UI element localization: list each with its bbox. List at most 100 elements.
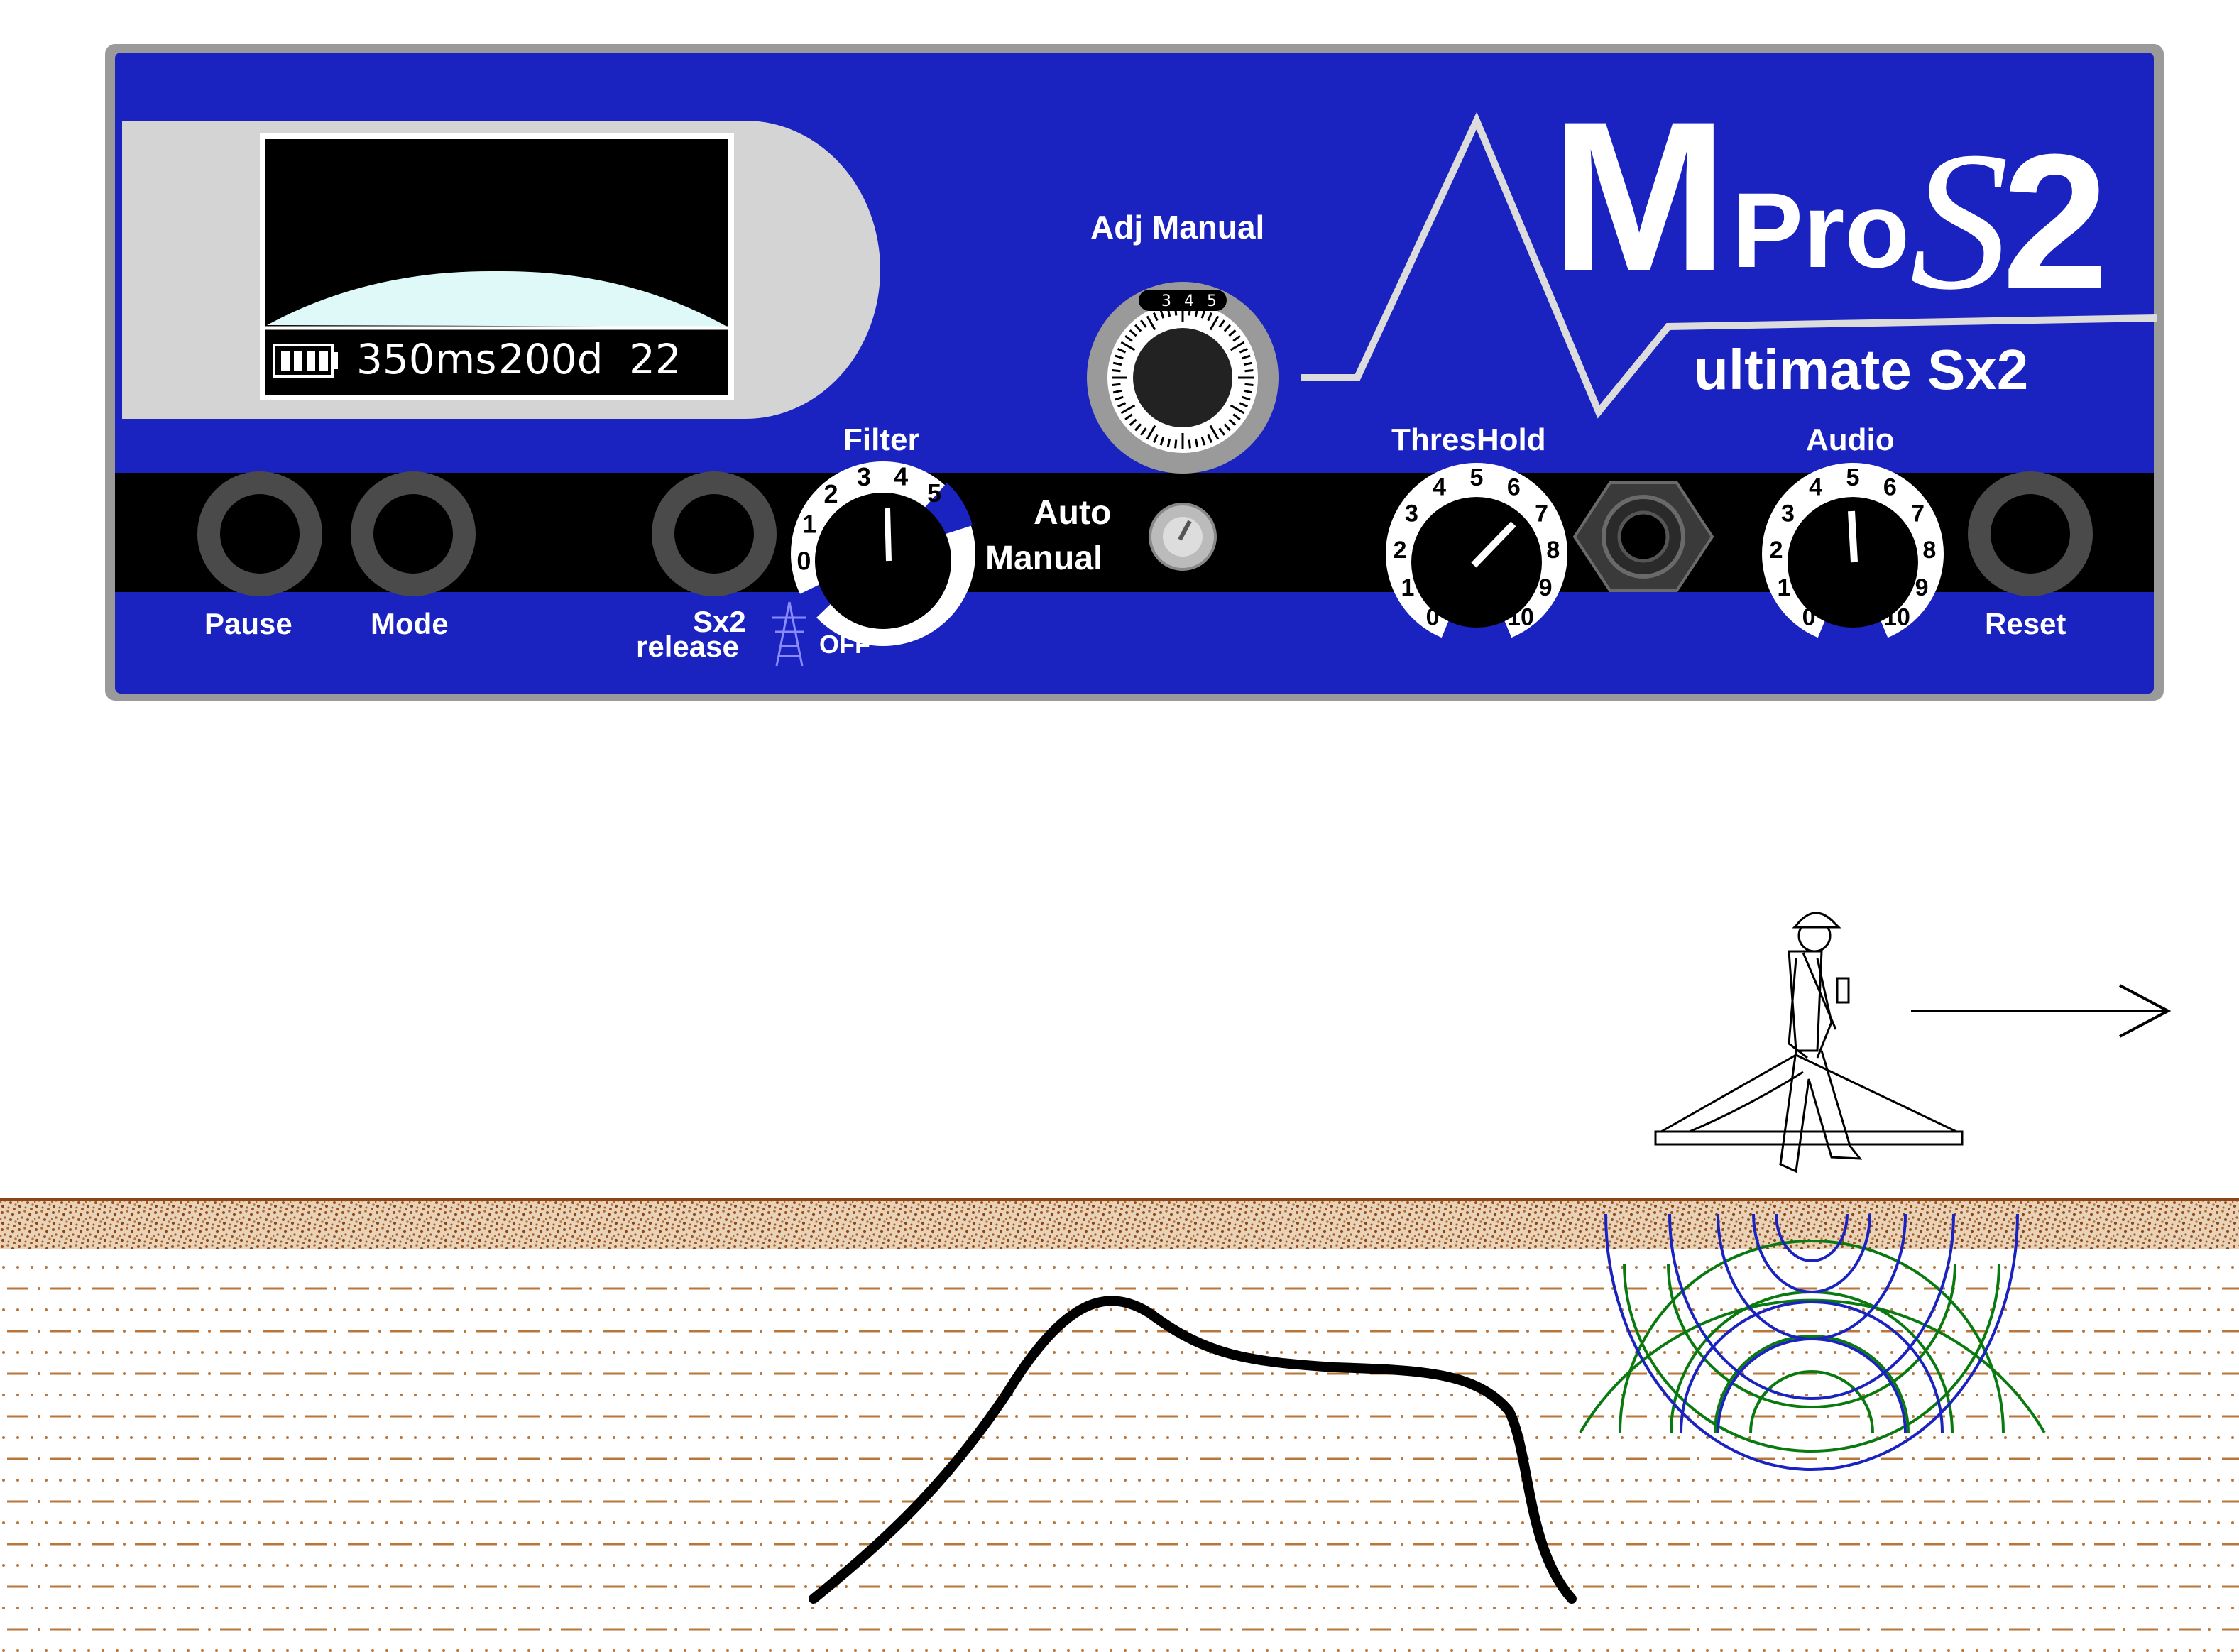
manual-label: Manual	[985, 540, 1102, 577]
power-pylon-icon	[772, 601, 806, 667]
dial-number: 10	[1507, 603, 1534, 630]
pause-button[interactable]	[197, 471, 322, 596]
adj-dial-tick	[1218, 319, 1225, 328]
dial-number: 4	[1809, 474, 1822, 500]
auto-label: Auto	[1034, 494, 1111, 532]
dial-number: 3	[1405, 500, 1418, 527]
brand-subtitle: ultimate Sx2	[1694, 338, 2028, 401]
dial-number: 5	[1846, 464, 1860, 491]
auto-manual-switch[interactable]	[1149, 503, 1217, 571]
dial-number: 0	[1426, 603, 1440, 630]
dial-number: 2	[1394, 537, 1407, 564]
adj-dial-tick	[1152, 312, 1159, 322]
adj-dial-tick	[1115, 395, 1124, 401]
filter-off-label: OFF	[819, 630, 870, 659]
dial-number: 1	[802, 510, 816, 539]
headphone-jack[interactable]	[1572, 481, 1714, 592]
adj-dial-tick	[1140, 427, 1147, 436]
adj-dial-tick	[1129, 418, 1137, 427]
adj-dial-tick	[1115, 354, 1124, 360]
adj-dial-tick	[1146, 315, 1156, 331]
release-label: release	[636, 630, 739, 663]
adj-dial-tick	[1200, 310, 1206, 319]
depth-readout: 200d	[498, 335, 603, 383]
dial-number: 7	[1911, 500, 1925, 527]
dial-number: 7	[1535, 500, 1548, 527]
adj-dial-tick	[1209, 425, 1220, 440]
adj-dial-tick	[1152, 434, 1159, 443]
logo-signal-line	[1301, 111, 2157, 419]
adj-dial-tick	[1239, 347, 1248, 354]
adj-dial-tick	[1207, 312, 1213, 322]
adj-dial-tick	[1120, 341, 1136, 351]
adj-dial-tick	[1228, 418, 1237, 427]
logo-2: 2	[2002, 115, 2108, 329]
dial-number: 5	[1470, 464, 1484, 491]
adj-dial-tick	[1112, 361, 1122, 366]
value-readout: 22	[629, 335, 681, 383]
dial-number: 0	[1802, 603, 1816, 630]
adj-dial-tick	[1230, 404, 1245, 415]
adj-manual-dial[interactable]: 3 4 5	[1087, 282, 1279, 474]
adj-dial-tick	[1166, 438, 1171, 448]
adj-dial-number: 3	[1161, 292, 1171, 310]
adj-dial-tick	[1120, 404, 1136, 415]
adj-dial-tick	[1194, 438, 1199, 448]
adj-dial-tick	[1140, 319, 1147, 328]
dial-number: 5	[927, 478, 941, 508]
operator-figure	[1654, 912, 1964, 1174]
battery-icon	[273, 344, 338, 378]
adj-dial-number: 5	[1207, 292, 1217, 310]
mode-label: Mode	[371, 607, 449, 640]
adj-dial-tick	[1146, 425, 1156, 440]
adj-dial-tick	[1230, 341, 1245, 351]
dial-number: 9	[1539, 574, 1553, 601]
brand-logo: M Pro S 2 ultimate Sx2	[1301, 77, 2157, 419]
adj-manual-label: Adj Manual	[1090, 209, 1264, 246]
sx2-release-button[interactable]	[652, 471, 777, 596]
adj-dial-tick	[1223, 324, 1232, 332]
dial-number: 8	[1546, 537, 1560, 564]
pause-label: Pause	[204, 607, 292, 640]
audio-label: Audio	[1806, 422, 1895, 457]
adj-dial-tick	[1209, 315, 1220, 331]
dial-number: 4	[1433, 474, 1446, 500]
dial-number: 6	[1883, 474, 1897, 500]
waveform	[267, 270, 727, 327]
logo-m: M	[1550, 77, 1728, 315]
dial-number: 2	[824, 479, 838, 508]
adj-dial-tick	[1200, 437, 1206, 446]
dial-number: 4	[894, 461, 908, 491]
reset-button[interactable]	[1968, 471, 2093, 596]
dial-number: 3	[857, 462, 871, 491]
adj-dial-tick	[1207, 434, 1213, 443]
adj-dial-tick	[1124, 413, 1133, 420]
dial-number: 10	[1883, 603, 1910, 630]
signal-waves	[1579, 1213, 2046, 1471]
adj-dial-tick	[1244, 383, 1254, 386]
sx2-label: Sx2	[693, 605, 746, 638]
dial-number: 8	[1922, 537, 1936, 564]
adj-dial-tick	[1239, 402, 1248, 408]
dial-number: 3	[1781, 500, 1795, 527]
adj-dial-tick	[1124, 335, 1133, 342]
threshold-label: ThresHold	[1391, 422, 1546, 457]
adj-dial-tick	[1223, 423, 1232, 432]
buried-cable	[809, 1296, 1577, 1604]
adj-dial-tick	[1112, 389, 1122, 394]
adj-dial-tick	[1218, 427, 1225, 436]
adj-dial-tick	[1228, 329, 1237, 337]
lcd-display: 350ms 200d 22	[260, 133, 734, 400]
adj-dial-tick	[1117, 402, 1127, 408]
logo-s: S	[1910, 110, 2009, 331]
adj-dial-tick	[1159, 310, 1165, 319]
adj-dial-tick	[1134, 324, 1142, 332]
adj-dial-tick	[1117, 347, 1127, 354]
adj-dial-tick	[1129, 329, 1137, 337]
adj-dial-tick	[1134, 423, 1142, 432]
mode-button[interactable]	[351, 471, 476, 596]
